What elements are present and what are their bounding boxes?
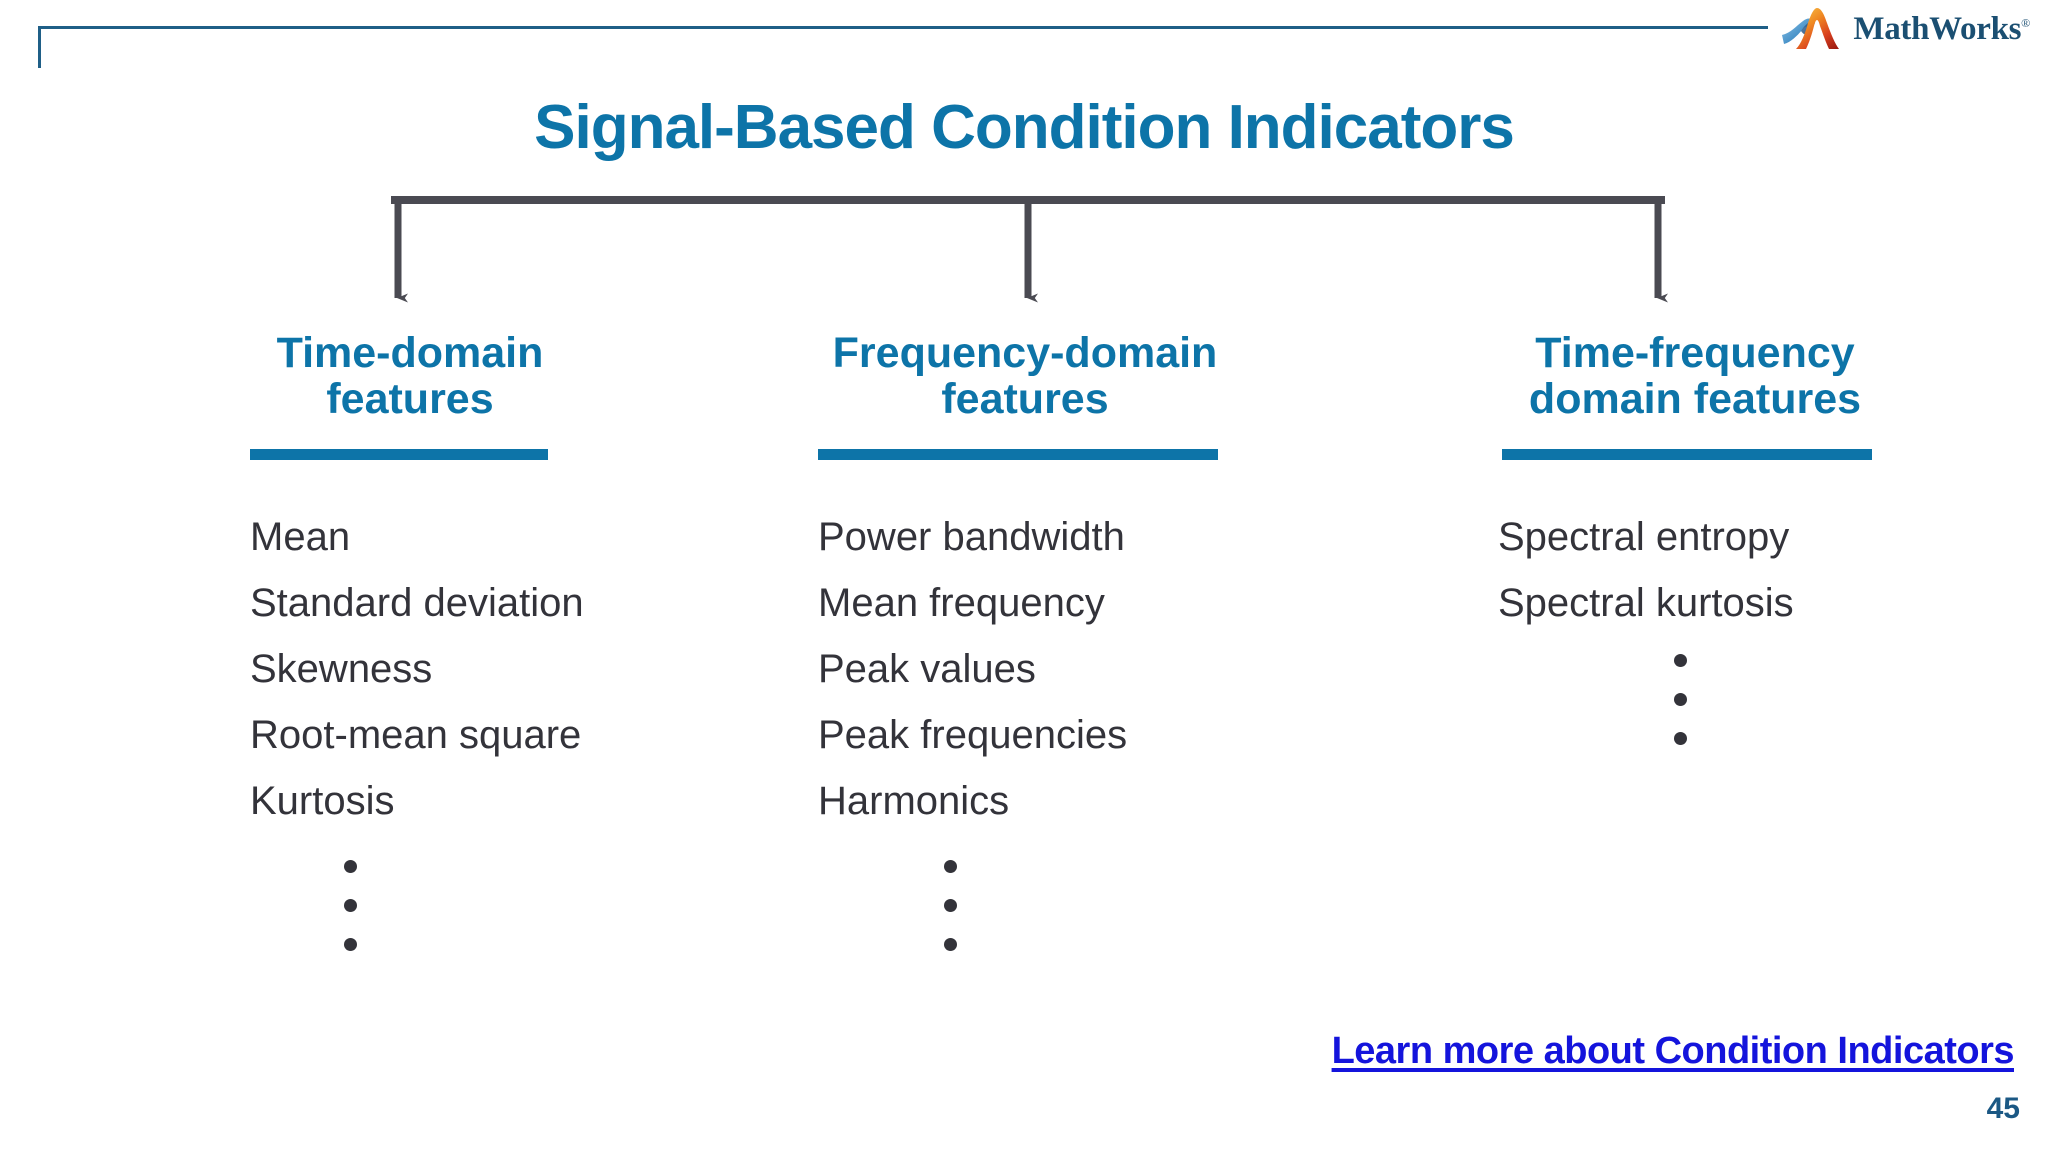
- list-item: Mean frequency: [818, 580, 1105, 625]
- list-item: Power bandwidth: [818, 514, 1125, 559]
- page-number: 45: [1986, 1092, 2020, 1125]
- column-underline-time-domain: [250, 448, 548, 460]
- top-border-horizontal-rule: [38, 26, 1768, 29]
- mathworks-wordmark: MathWorks®: [1853, 10, 2030, 47]
- mathworks-membrane-icon: [1782, 8, 1840, 49]
- dot-icon: [1673, 653, 1687, 667]
- dot-icon: [1673, 731, 1687, 745]
- dot-icon: [943, 898, 957, 912]
- top-border-vertical-stub: [38, 26, 41, 68]
- branching-connector: [391, 196, 1668, 303]
- dot-icon: [1673, 692, 1687, 706]
- column-heading-frequency-domain: Frequency-domain features: [832, 329, 1218, 424]
- continuation-dots-time-frequency-domain: [1440, 653, 1920, 745]
- continuation-dots-frequency-domain: [640, 859, 1260, 951]
- list-item: Spectral entropy: [1498, 514, 1790, 559]
- list-item: Peak values: [818, 646, 1036, 691]
- dot-icon: [343, 937, 357, 951]
- list-item: Harmonics: [818, 778, 1010, 823]
- feature-list-time-frequency-domain: Spectral entropy Spectral kurtosis: [1470, 504, 1920, 636]
- dot-icon: [943, 937, 957, 951]
- feature-columns: Time-domain features Mean Standard devia…: [0, 330, 2048, 1010]
- mathworks-logo: MathWorks®: [1781, 4, 2030, 54]
- list-item: Kurtosis: [250, 778, 395, 823]
- dot-icon: [343, 898, 357, 912]
- list-item: Peak frequencies: [818, 712, 1128, 757]
- column-heading-time-domain: Time-domain features: [276, 329, 544, 424]
- column-heading-time-frequency-domain: Time-frequency domain features: [1528, 329, 1862, 424]
- column-underline-time-frequency-domain: [1502, 448, 1872, 460]
- feature-list-frequency-domain: Power bandwidth Mean frequency Peak valu…: [790, 504, 1260, 834]
- page-title: Signal-Based Condition Indicators: [534, 93, 1515, 162]
- learn-more-link[interactable]: Learn more about Condition Indicators: [1331, 1030, 2015, 1072]
- dot-icon: [943, 859, 957, 873]
- column-time-domain: Time-domain features Mean Standard devia…: [200, 330, 620, 951]
- column-frequency-domain: Frequency-domain features Power bandwidt…: [790, 330, 1260, 951]
- dot-icon: [343, 859, 357, 873]
- column-time-frequency-domain: Time-frequency domain features Spectral …: [1470, 330, 1920, 745]
- feature-list-time-domain: Mean Standard deviation Skewness Root-me…: [200, 504, 620, 834]
- list-item: Root-mean square: [250, 712, 582, 757]
- list-item: Mean: [250, 514, 351, 559]
- list-item: Spectral kurtosis: [1498, 580, 1794, 625]
- registered-mark: ®: [2021, 15, 2030, 30]
- continuation-dots-time-domain: [80, 859, 620, 951]
- list-item: Skewness: [250, 646, 433, 691]
- list-item: Standard deviation: [250, 580, 584, 625]
- column-underline-frequency-domain: [818, 448, 1218, 460]
